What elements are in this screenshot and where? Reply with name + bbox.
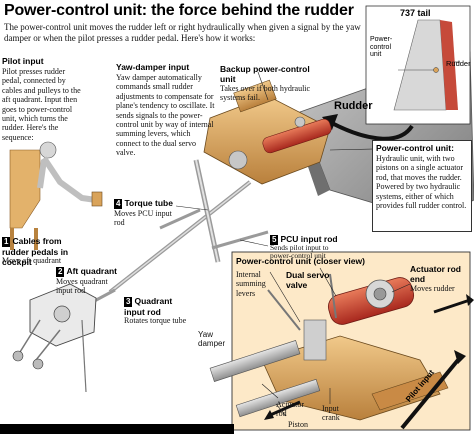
tail-inset-rudder-label: Rudder (446, 59, 471, 68)
yaw-damper-input-callout: Yaw-damper input Yaw damper automaticall… (116, 62, 216, 166)
pilot-input-heading: Pilot input (2, 56, 44, 66)
closeup-actuator-end-text: Moves rudder (410, 284, 455, 293)
step-4-text: Moves PCU input rod (114, 209, 172, 228)
step-4-heading: Torque tube (124, 198, 173, 208)
step-5-number: 5 (270, 235, 279, 245)
step-2-number: 2 (56, 267, 65, 277)
tail-inset-heading: 737 tail (400, 8, 431, 18)
pilot-input-callout: Pilot input Pilot presses rudder pedal, … (2, 56, 82, 150)
step-3-heading: Quadrant input rod (124, 296, 173, 317)
step-5-heading: PCU input rod (280, 234, 338, 244)
step-3-text: Rotates torque tube (124, 316, 187, 325)
step-2-heading: Aft quadrant (66, 266, 117, 276)
yaw-damper-input-text: Yaw damper automatically commands small … (116, 73, 215, 158)
backup-pcu-callout: Backup power-control unit Takes over if … (220, 64, 314, 103)
page-title: Power-control unit: the force behind the… (4, 2, 354, 19)
aft-quadrant (12, 283, 97, 393)
closeup-dual-servo: Dual servo valve (286, 270, 330, 290)
closeup-input-crank: Input crank (322, 404, 340, 423)
step-2-text: Moves quadrant input rod (56, 277, 108, 296)
closeup-internal-levers: Internal summing levers (236, 270, 266, 298)
intro-text: The power-control unit moves the rudder … (4, 22, 361, 43)
tail-inset-pcu-label: Power-control unit (370, 36, 393, 58)
closeup-actuator-end-heading: Actuator rod end (410, 264, 461, 284)
pcu-main-text: Hydraulic unit, with two pistons on a si… (376, 154, 467, 211)
closeup-piston: Piston (288, 420, 309, 429)
callout-arrowhead (322, 114, 338, 130)
pcu-main-heading: Power-control unit: (376, 143, 454, 153)
tail-inset (365, 5, 471, 125)
closeup-machinery (209, 273, 449, 421)
rudder-label: Rudder (334, 100, 373, 112)
step-1-heading: Cables from rudder pedals in cockpit (2, 236, 69, 267)
step-4-number: 4 (114, 199, 123, 209)
backup-pcu-heading: Backup power-control unit (220, 64, 310, 84)
closeup-actuator-rod: Actuator rod (276, 400, 304, 419)
closeup-yaw-damper: Yaw damper (198, 330, 226, 349)
pilot-input-text: Pilot presses rudder pedal, connected by… (2, 67, 81, 142)
closeup-arrows (264, 294, 474, 430)
backup-pcu-text: Takes over if both hydraulic systems fai… (220, 84, 311, 103)
step-3-number: 3 (124, 297, 133, 307)
closeup-heading: Power-control unit (closer view) (236, 256, 365, 266)
yaw-damper-input-heading: Yaw-damper input (116, 62, 190, 72)
pilot-figure (9, 141, 103, 250)
step-1-text: Move aft quadrant (2, 256, 62, 265)
step-1-number: 1 (2, 237, 11, 247)
callout-arrow (329, 120, 414, 141)
pcu-main-callout: Power-control unit: Hydraulic unit, with… (372, 140, 472, 232)
step-5-text: Sends pilot input to power-control unit (270, 243, 329, 260)
footer-bar (0, 424, 234, 434)
pcu-upper-assembly (203, 79, 332, 185)
